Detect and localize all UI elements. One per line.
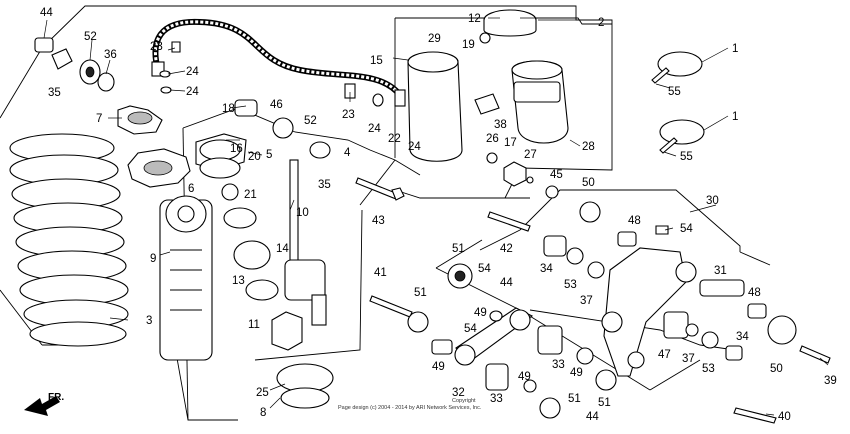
part-number-35: 35 (48, 87, 61, 99)
part-number-4: 4 (344, 147, 351, 159)
copyright-title: Copyright (452, 398, 476, 404)
part-number-52: 52 (84, 31, 97, 43)
part-number-28: 28 (582, 141, 595, 153)
part-number-3: 3 (146, 315, 152, 327)
part-number-50: 50 (770, 363, 783, 375)
part-number-24: 24 (408, 141, 421, 153)
part-number-49: 49 (432, 361, 445, 373)
part-number-44: 44 (500, 277, 513, 289)
front-arrow: FR. (24, 392, 64, 416)
part-number-45: 45 (550, 169, 563, 181)
part-number-12: 12 (468, 13, 481, 25)
part-number-51: 51 (598, 397, 611, 409)
part-number-54: 54 (478, 263, 491, 275)
part-number-34: 34 (540, 263, 553, 275)
part-number-49: 49 (474, 307, 487, 319)
part-number-26: 26 (486, 133, 499, 145)
part-number-21: 21 (244, 189, 257, 201)
front-label: FR. (48, 392, 64, 403)
part-number-54: 54 (680, 223, 693, 235)
part-number-48: 48 (748, 287, 761, 299)
part-number-29: 29 (428, 33, 441, 45)
part-number-36: 36 (104, 49, 117, 61)
part-number-41: 41 (374, 267, 387, 279)
part-number-24: 24 (186, 66, 199, 78)
part-number-24: 24 (368, 123, 381, 135)
part-number-6: 6 (188, 183, 194, 195)
part-number-33: 33 (490, 393, 503, 405)
part-number-9: 9 (150, 253, 156, 265)
part-number-44: 44 (586, 411, 599, 423)
part-number-22: 22 (388, 133, 401, 145)
part-number-7: 7 (96, 113, 102, 125)
part-number-47: 47 (658, 349, 671, 361)
part-number-37: 37 (580, 295, 593, 307)
part-number-50: 50 (582, 177, 595, 189)
part-number-5: 5 (266, 149, 272, 161)
part-number-20: 20 (248, 151, 261, 163)
part-number-17: 17 (504, 137, 517, 149)
part-number-51: 51 (452, 243, 465, 255)
part-number-40: 40 (778, 411, 791, 423)
part-number-1: 1 (732, 111, 738, 123)
part-number-16: 16 (230, 143, 243, 155)
part-number-8: 8 (260, 407, 266, 419)
part-number-39: 39 (824, 375, 837, 387)
part-number-53: 53 (702, 363, 715, 375)
linkage-parts (355, 177, 831, 424)
top-left-parts (34, 37, 191, 188)
part-number-32: 32 (452, 387, 465, 399)
part-number-49: 49 (518, 371, 531, 383)
part-number-35: 35 (318, 179, 331, 191)
part-number-33: 33 (552, 359, 565, 371)
leader-lines (43, 17, 829, 416)
part-number-43: 43 (372, 215, 385, 227)
coil-spring (9, 133, 129, 347)
part-number-34: 34 (736, 331, 749, 343)
part-number-46: 46 (270, 99, 283, 111)
part-number-51: 51 (568, 393, 581, 405)
part-number-31: 31 (714, 265, 727, 277)
part-number-14: 14 (276, 243, 289, 255)
part-number-2: 2 (598, 17, 604, 29)
reservoir-group (407, 9, 569, 187)
shock-body (159, 99, 334, 409)
copyright-line: Page design (c) 2004 - 2014 by ARI Netwo… (338, 405, 482, 411)
part-number-24: 24 (186, 86, 199, 98)
part-number-18: 18 (222, 103, 235, 115)
part-number-30: 30 (706, 195, 719, 207)
part-number-25: 25 (256, 387, 269, 399)
part-number-27: 27 (524, 149, 537, 161)
part-number-53: 53 (564, 279, 577, 291)
part-number-55: 55 (680, 151, 693, 163)
part-number-51: 51 (414, 287, 427, 299)
part-number-23: 23 (342, 109, 355, 121)
part-number-10: 10 (296, 207, 309, 219)
part-number-37: 37 (682, 353, 695, 365)
part-number-23: 23 (150, 41, 163, 53)
part-number-44: 44 (40, 7, 53, 19)
clamps (651, 51, 705, 154)
part-number-42: 42 (500, 243, 513, 255)
part-number-19: 19 (462, 39, 475, 51)
part-number-49: 49 (570, 367, 583, 379)
part-number-13: 13 (232, 275, 245, 287)
part-number-38: 38 (494, 119, 507, 131)
part-number-55: 55 (668, 86, 681, 98)
part-number-11: 11 (248, 319, 260, 331)
hose-assembly (151, 18, 422, 127)
part-number-52: 52 (304, 115, 317, 127)
part-number-48: 48 (628, 215, 641, 227)
part-number-54: 54 (464, 323, 477, 335)
part-number-1: 1 (732, 43, 738, 55)
part-number-15: 15 (370, 55, 383, 67)
